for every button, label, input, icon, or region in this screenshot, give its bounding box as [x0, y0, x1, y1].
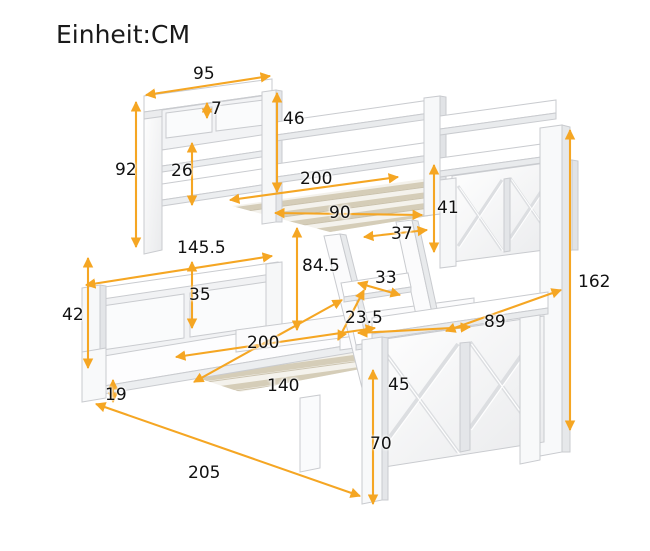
dim-line-200-lower: [174, 324, 377, 361]
page-title: Einheit:CM: [56, 20, 191, 49]
dim-line-205: [95, 402, 361, 498]
dim-line-145_5: [84, 252, 274, 289]
dim-line-90: [273, 207, 424, 221]
dim-line-89: [445, 288, 562, 333]
upper-bunk-side-guardrail: [275, 95, 557, 217]
dim-line-140: [193, 299, 343, 383]
dim-line-95: [144, 72, 272, 99]
dim-line-33: [356, 280, 402, 298]
dim-line-200-upper: [228, 173, 400, 204]
dim-line-37: [362, 225, 429, 242]
